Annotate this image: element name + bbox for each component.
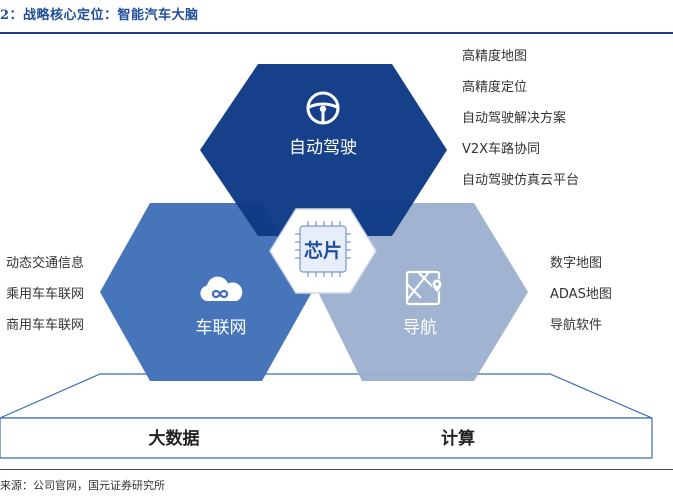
bottom-divider <box>0 469 673 470</box>
list-item: 高精度地图 <box>462 49 528 64</box>
list-item: V2X车路协同 <box>462 142 541 157</box>
steering-wheel-icon <box>306 91 340 125</box>
connected-car-label: 车联网 <box>196 318 247 338</box>
list-item: 高精度定位 <box>462 80 528 95</box>
chip-icon <box>295 221 351 277</box>
list-item: ADAS地图 <box>550 287 612 302</box>
list-item: 乘用车车联网 <box>6 287 85 302</box>
big-data-label: 大数据 <box>149 428 200 449</box>
source-note: 来源：公司官网，国元证券研究所 <box>0 479 165 492</box>
navigation-items: 数字地图 ADAS地图 导航软件 <box>550 248 612 341</box>
computing-label: 计算 <box>441 428 475 449</box>
figure-title: 2：战略核心定位：智能汽车大脑 <box>0 8 199 23</box>
base-platform-top <box>0 373 653 419</box>
navigation-label: 导航 <box>403 318 437 338</box>
autonomous-driving-label: 自动驾驶 <box>289 138 357 158</box>
list-item: 自动驾驶解决方案 <box>462 111 567 126</box>
connected-car-items: 动态交通信息 乘用车车联网 商用车车联网 <box>6 248 84 341</box>
list-item: 导航软件 <box>550 318 603 333</box>
top-divider <box>0 32 673 34</box>
list-item: 动态交通信息 <box>6 256 85 271</box>
base-platform-front <box>0 417 653 459</box>
chip-label: 芯片 <box>304 239 342 262</box>
cloud-icon <box>200 276 243 301</box>
list-item: 自动驾驶仿真云平台 <box>462 173 580 188</box>
autonomous-driving-items: 高精度地图 高精度定位 自动驾驶解决方案 V2X车路协同 自动驾驶仿真云平台 <box>462 41 579 196</box>
autonomous-driving-hexagon <box>200 64 447 236</box>
list-item: 数字地图 <box>550 256 603 271</box>
map-icon <box>405 270 443 306</box>
list-item: 商用车车联网 <box>6 318 85 333</box>
